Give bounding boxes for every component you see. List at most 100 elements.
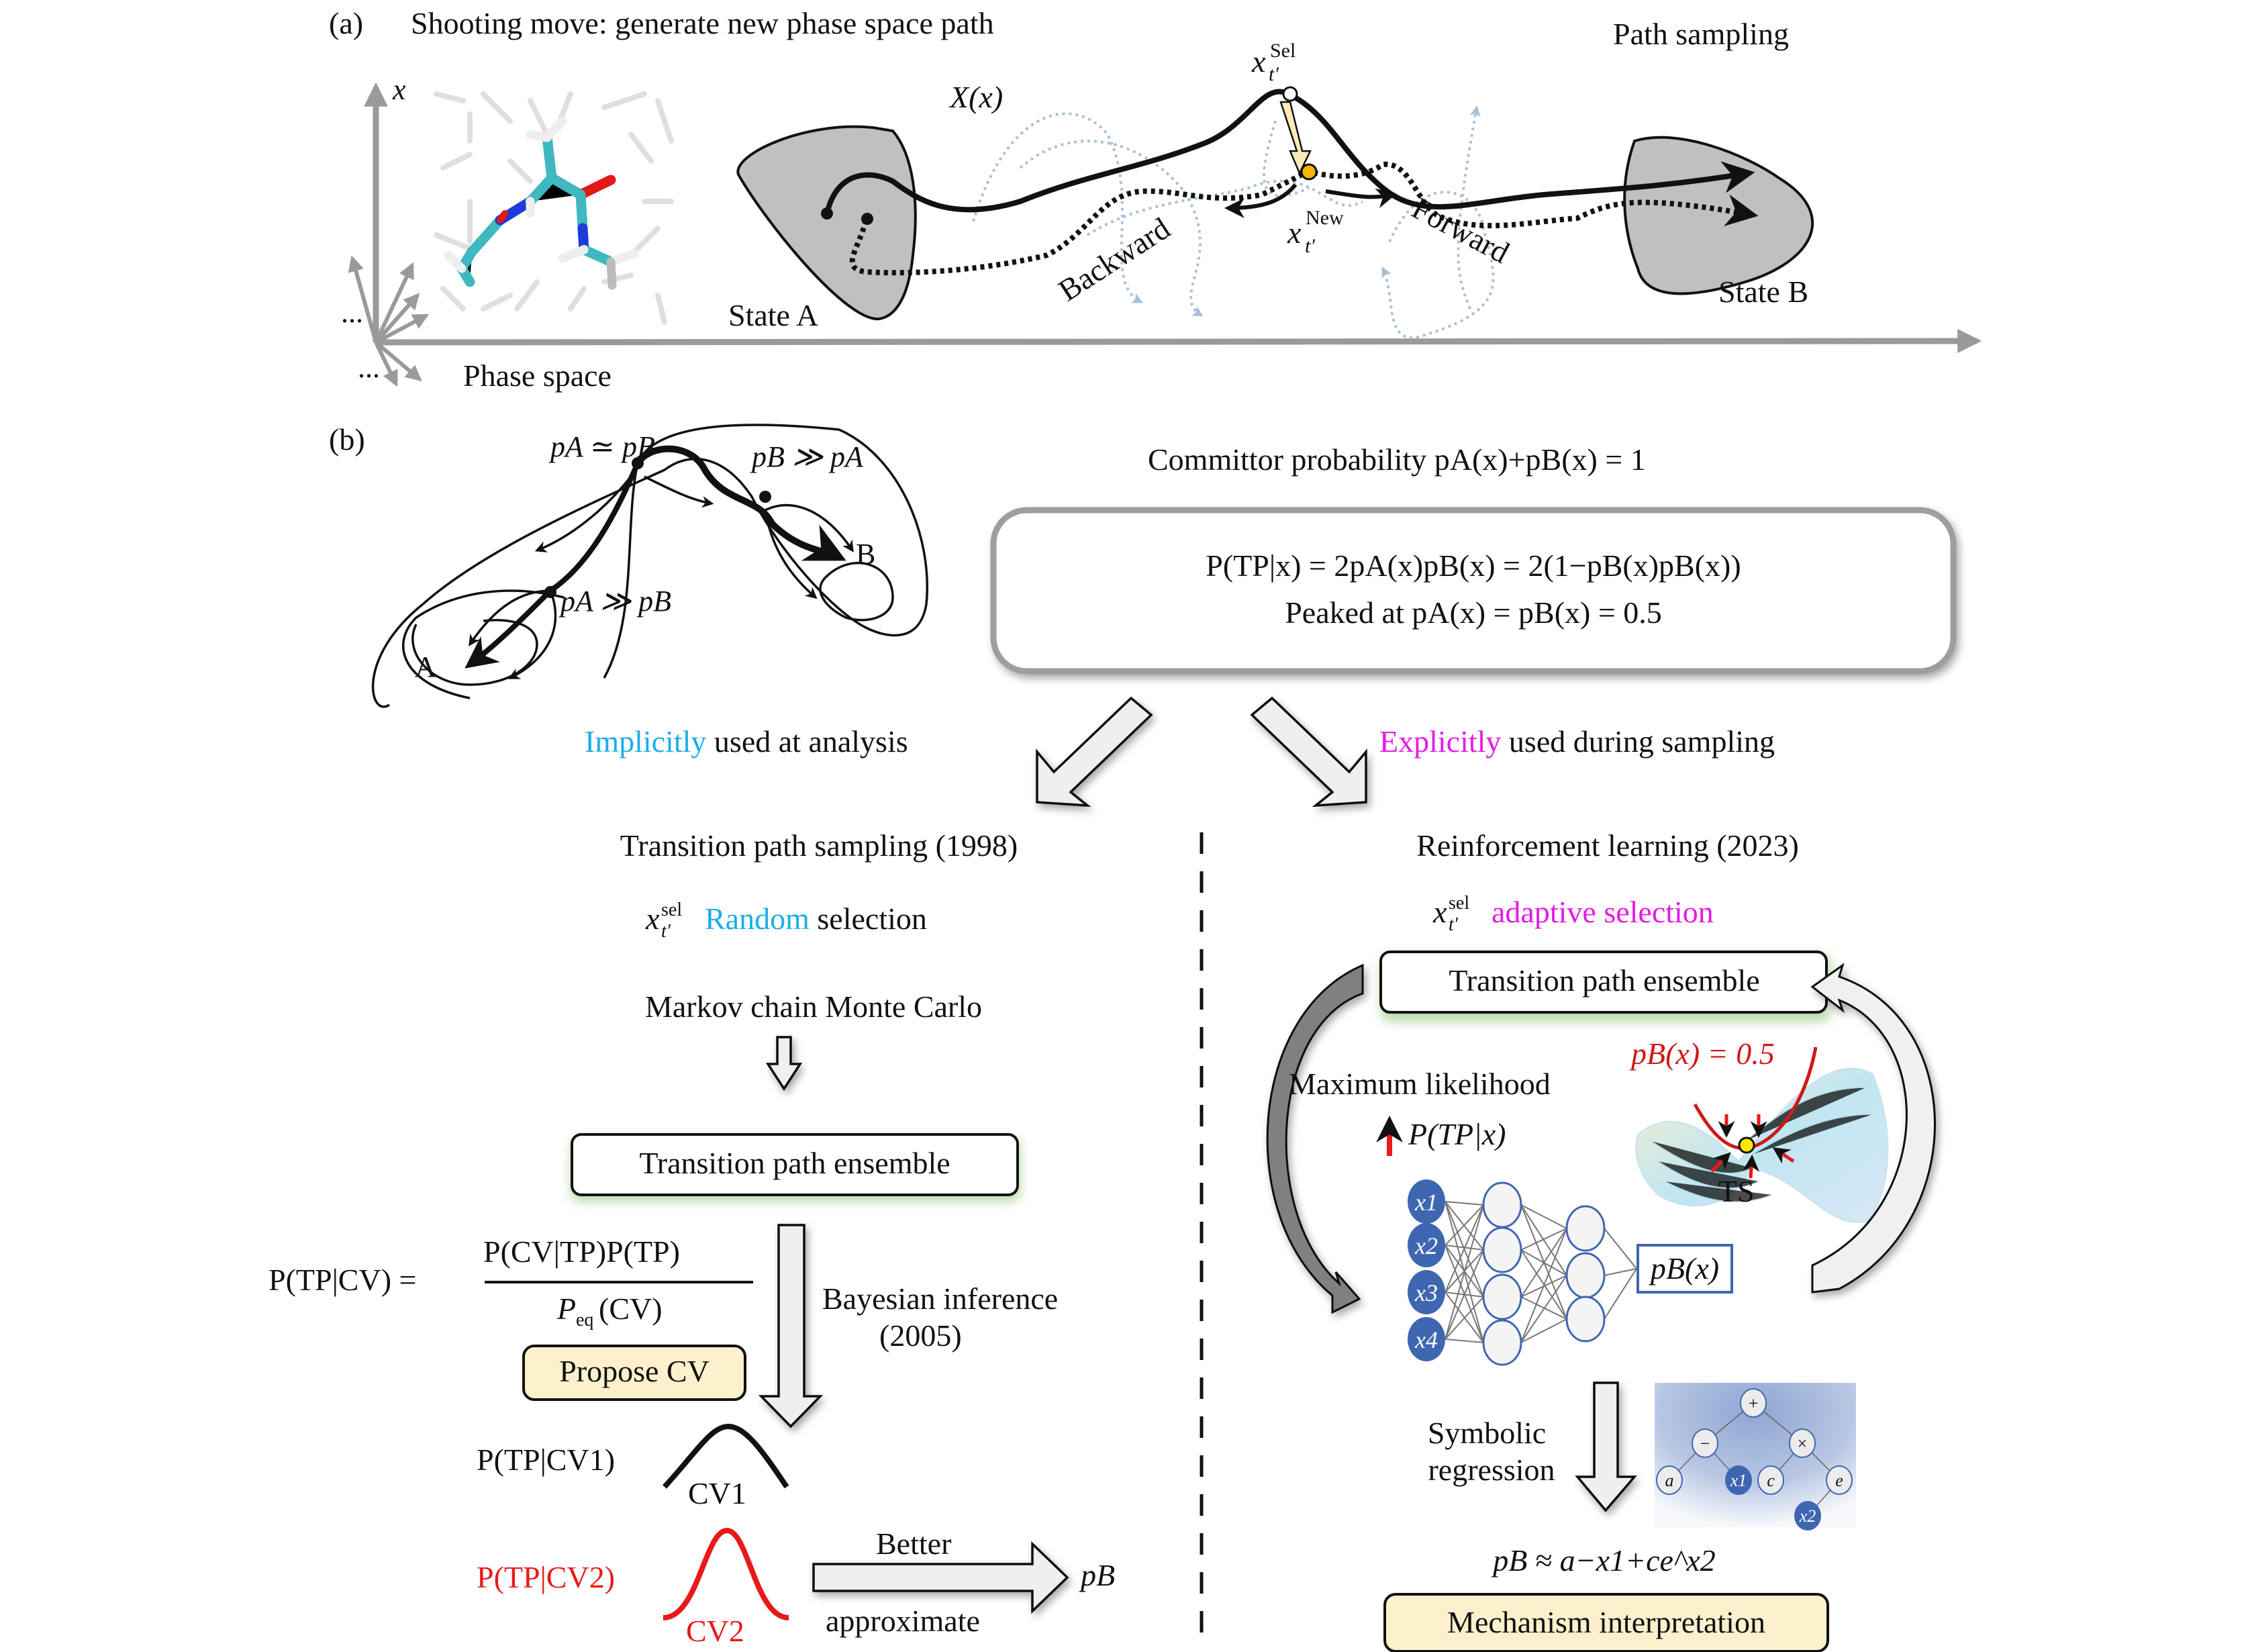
nn-input-node [1408, 1317, 1445, 1361]
tree-node-label: a [1665, 1471, 1674, 1490]
explicit-caption: Explicitly used during sampling [1379, 724, 1775, 759]
ellipsis-lower: ... [358, 351, 380, 384]
tree-node-label: c [1767, 1471, 1775, 1490]
basin-b-label: B [856, 538, 875, 571]
svg-text:P: P [556, 1292, 576, 1326]
bayes-numerator: P(CV|TP)P(TP) [483, 1234, 680, 1269]
nn-input-label: x4 [1414, 1326, 1438, 1353]
tree-node [1725, 1465, 1752, 1495]
nn-output-label: pB(x) [1649, 1251, 1719, 1285]
rl-column: Reinforcement learning (2023) x t′ sel a… [1266, 828, 1936, 1652]
cv2-label: CV2 [686, 1614, 744, 1648]
propose-cv-label: Propose CV [559, 1354, 710, 1388]
nn-edge [1604, 1268, 1637, 1320]
nn-output-box [1637, 1244, 1733, 1294]
label-pb-dominant: pB ≫ pA [750, 440, 864, 473]
tree-node [1789, 1428, 1816, 1458]
nn-hidden-node [1565, 1252, 1606, 1299]
committor-landscape [371, 424, 928, 708]
implicit-arrow [1036, 696, 1153, 808]
selection-arrow [1279, 101, 1312, 176]
label-pa-equals-pb: pA ≃ pB [548, 430, 655, 463]
explicit-rest: used during sampling [1501, 724, 1775, 759]
tree-node-label: x1 [1730, 1471, 1747, 1490]
mcmc-arrow [765, 1036, 803, 1091]
svg-text:x: x [1287, 215, 1302, 250]
bayes-arrow [758, 1224, 824, 1428]
mechanism-label: Mechanism interpretation [1447, 1605, 1765, 1639]
svg-text:x: x [1251, 44, 1266, 79]
implicit-caption: Implicitly used at analysis [585, 724, 908, 759]
phase-space-label: Phase space [463, 358, 612, 393]
bayes-label-1: Bayesian inference [822, 1281, 1058, 1316]
svg-text:t′: t′ [1449, 914, 1459, 935]
ptp-x-label: P(TP|x) [1408, 1117, 1506, 1151]
tree-node [1692, 1428, 1718, 1458]
adaptive-highlight: adaptive selection [1492, 895, 1714, 929]
tree-node-label: x2 [1799, 1506, 1816, 1526]
rl-ensemble-label: Transition path ensemble [1449, 963, 1759, 998]
svg-text:Explicitly used during samplin: Explicitly used during sampling [1379, 724, 1775, 759]
basin-a-label: A [415, 650, 436, 683]
peak-statement: Peaked at pA(x) = pB(x) = 0.5 [1285, 595, 1662, 630]
nn-edge [1604, 1228, 1637, 1269]
symbolic-arrow [1575, 1381, 1637, 1512]
nn-edge [1520, 1228, 1567, 1251]
svg-text:Random selection: Random selection [705, 902, 927, 936]
nn-input-node [1408, 1270, 1445, 1314]
tps-title: Transition path sampling (1998) [620, 828, 1018, 863]
tps-selection: x t′ sel Random selection [645, 900, 927, 942]
svg-text:Implicitly used at analysis: Implicitly used at analysis [585, 724, 908, 759]
path-label: X(x) [948, 80, 1003, 114]
mechanism-box [1383, 1593, 1829, 1652]
symbolic-label-2: regression [1428, 1453, 1555, 1487]
better-label: Better [876, 1526, 951, 1561]
state-a-label: State A [728, 298, 818, 332]
nn-hidden-node [1482, 1181, 1522, 1228]
svg-text:t′: t′ [1305, 235, 1315, 257]
ptp-box [990, 507, 1957, 675]
tree-node [1740, 1388, 1767, 1418]
symbolic-label-1: Symbolic [1428, 1416, 1546, 1450]
nn-input-label: x1 [1414, 1189, 1438, 1216]
nn-hidden-node [1482, 1226, 1522, 1273]
tree-node [1794, 1501, 1821, 1530]
cv2-prob-label: P(TP|CV2) [477, 1560, 615, 1594]
tree-node [1826, 1465, 1853, 1495]
nn-edge [1445, 1339, 1484, 1343]
ptp-equation: P(TP|x) = 2pA(x)pB(x) = 2(1−pB(x)pB(x)) [1206, 548, 1741, 583]
panel-a-title: Shooting move: generate new phase space … [411, 6, 994, 40]
nn-edge [1520, 1228, 1567, 1343]
nn-edge [1445, 1204, 1484, 1246]
propose-cv-box [522, 1345, 746, 1401]
cv2-curve [663, 1527, 789, 1620]
cv1-curve [663, 1423, 789, 1489]
bayes-lhs: P(TP|CV) = [268, 1263, 416, 1297]
svg-text:x: x [1432, 895, 1447, 929]
ellipsis-upper: ... [341, 296, 363, 329]
state-b-region [1623, 136, 1814, 295]
nn-input-node [1408, 1223, 1445, 1267]
nn-input-node [1408, 1179, 1445, 1224]
svg-text:Sel: Sel [1270, 40, 1296, 62]
approximate-label: approximate [826, 1604, 980, 1638]
rl-title: Reinforcement learning (2023) [1416, 828, 1799, 863]
backward-arrow [1224, 183, 1298, 218]
pb-half-label: pB(x) = 0.5 [1629, 1036, 1775, 1071]
state-b-label: State B [1718, 275, 1808, 309]
nn-hidden-node [1482, 1319, 1522, 1366]
nn-hidden-node [1565, 1296, 1606, 1343]
nn-edge [1445, 1249, 1484, 1340]
tree-node [1656, 1465, 1683, 1495]
forward-arrow [1325, 188, 1397, 208]
pb-result: pB [1079, 1558, 1115, 1592]
sel-point-label: x t′ Sel [1251, 40, 1296, 85]
random-highlight: Random [705, 902, 810, 936]
ts-surface: TS pB(x) = 0.5 [1629, 1036, 1889, 1223]
backward-label: Backward [1053, 211, 1176, 307]
nn-hidden-node [1565, 1205, 1606, 1252]
nn-edge [1520, 1318, 1567, 1343]
nn-input-label: x2 [1414, 1232, 1438, 1259]
tree-node-label: − [1700, 1434, 1710, 1453]
